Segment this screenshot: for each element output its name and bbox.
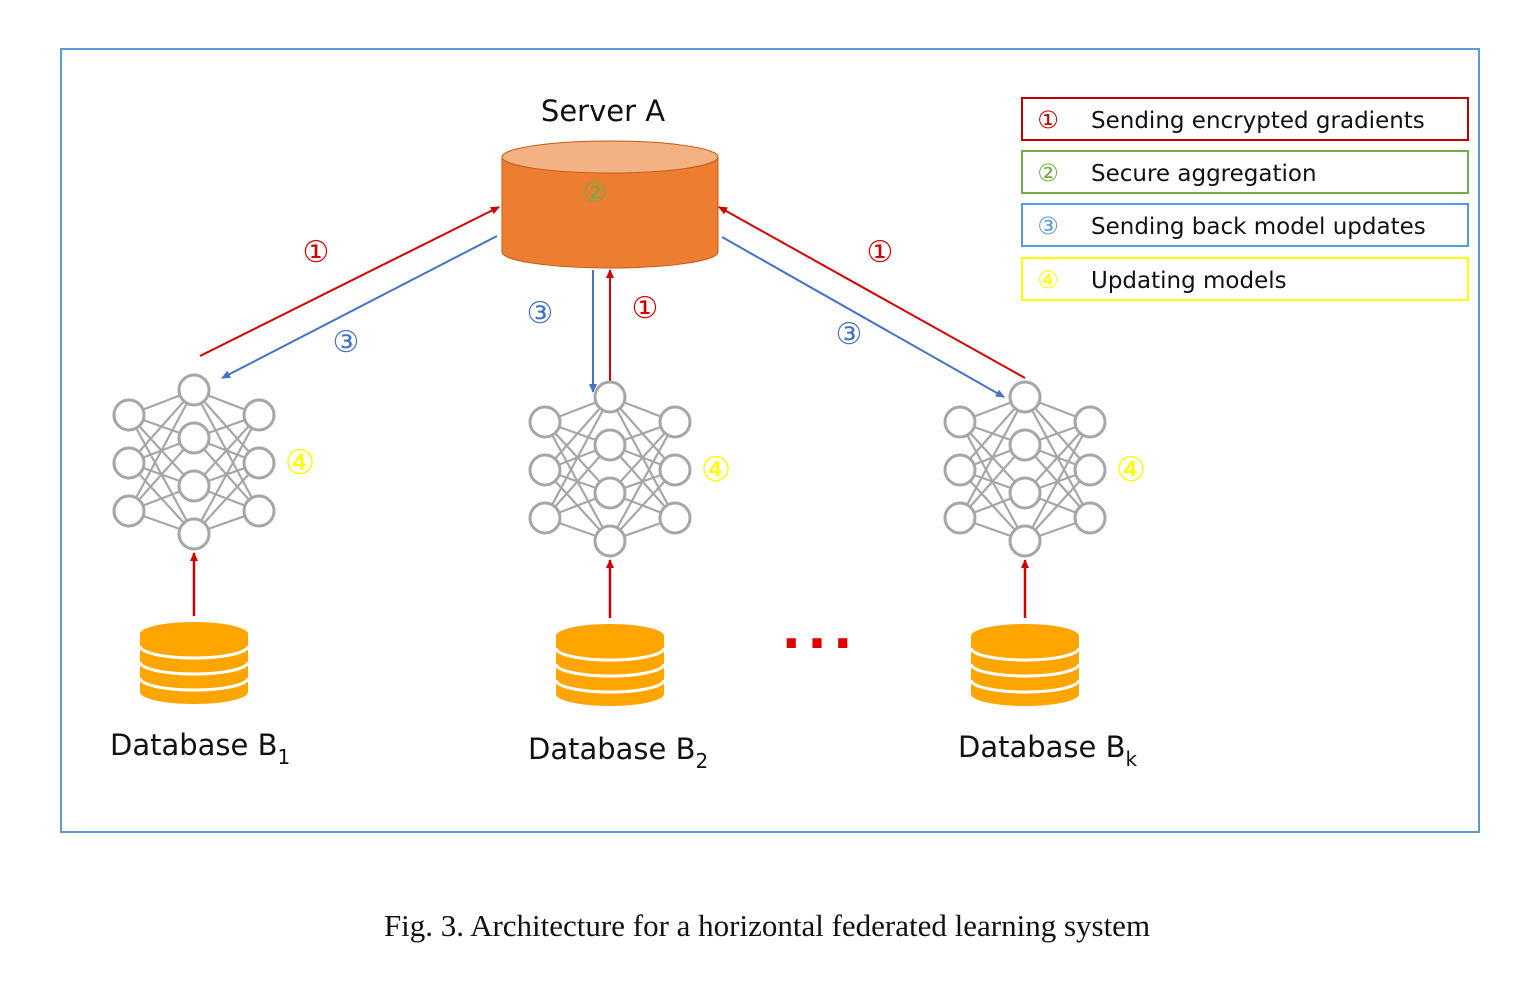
network-node — [1073, 501, 1107, 535]
client-2: ④ Database B2 — [528, 380, 731, 773]
server-cylinder-top — [501, 140, 719, 174]
database-label-subscript: 1 — [278, 745, 291, 769]
legend-label: Sending encrypted gradients — [1091, 108, 1425, 134]
network-node — [112, 446, 146, 480]
network-node — [593, 476, 627, 510]
network-node — [943, 405, 977, 439]
database-label: Database B1 — [110, 728, 290, 769]
database-label-subscript: 2 — [696, 749, 709, 773]
legend-label: Sending back model updates — [1091, 214, 1426, 240]
update-arrow-3 — [721, 236, 1005, 398]
server-a: Server A ② — [501, 94, 719, 269]
legend-item: ④ Updating models — [1021, 257, 1469, 301]
diagram-frame — [60, 48, 1480, 833]
network-node — [112, 494, 146, 528]
network-node — [112, 398, 146, 432]
gradient-arrow-1 — [199, 206, 500, 357]
network-node — [593, 524, 627, 558]
network-node — [1073, 453, 1107, 487]
network-node — [1008, 380, 1042, 414]
client-3: ④ Database Bk — [943, 380, 1146, 771]
network-node — [1008, 476, 1042, 510]
figure-caption: Fig. 3. Architecture for a horizontal fe… — [383, 908, 1151, 943]
neural-network-icon — [943, 380, 1107, 558]
network-node — [943, 501, 977, 535]
network-node — [658, 501, 692, 535]
database-label: Database B2 — [528, 732, 708, 773]
update-models-marker: ④ — [1116, 450, 1146, 490]
legend-item: ② Secure aggregation — [1021, 150, 1469, 194]
database-label: Database Bk — [958, 730, 1138, 771]
legend-marker: ② — [1037, 159, 1059, 187]
network-node — [528, 405, 562, 439]
network-node — [242, 494, 276, 528]
database-icon — [554, 624, 666, 706]
network-node — [177, 517, 211, 551]
network-node — [242, 398, 276, 432]
database-label-text: Database B — [528, 732, 696, 766]
database-label-text: Database B — [958, 730, 1126, 764]
client-1: ④ Database B1 — [110, 373, 315, 769]
gradient-arrow-3 — [718, 206, 1026, 379]
network-node — [1073, 405, 1107, 439]
network-node — [943, 453, 977, 487]
server-cylinder-body — [501, 156, 719, 269]
legend-item: ③ Sending back model updates — [1021, 203, 1469, 247]
network-node — [1008, 524, 1042, 558]
legend-item: ① Sending encrypted gradients — [1021, 97, 1469, 141]
update-arrow-1 — [221, 235, 498, 379]
neural-network-icon — [112, 373, 276, 551]
network-node — [177, 373, 211, 407]
legend-item-box — [1021, 257, 1469, 301]
secure-aggregation-marker: ② — [582, 176, 607, 209]
legend-item-box — [1021, 150, 1469, 194]
legend-marker: ③ — [1037, 212, 1059, 240]
legend-item-box — [1021, 203, 1469, 247]
network-node — [177, 469, 211, 503]
legend-item-box — [1021, 97, 1469, 141]
legend-label: Secure aggregation — [1091, 161, 1317, 187]
database-label-subscript: k — [1126, 747, 1138, 771]
gradient-marker-3: ① — [867, 235, 894, 270]
update-marker-1: ③ — [333, 325, 360, 360]
legend-marker: ④ — [1037, 266, 1059, 294]
server-title: Server A — [541, 94, 665, 128]
gradient-marker-2: ① — [632, 291, 659, 326]
more-clients-ellipsis: ... — [781, 601, 858, 661]
network-node — [593, 428, 627, 462]
network-node — [593, 380, 627, 414]
update-marker-2: ③ — [527, 296, 554, 331]
network-node — [177, 421, 211, 455]
neural-network-icon — [528, 380, 692, 558]
update-models-marker: ④ — [285, 443, 315, 483]
update-marker-3: ③ — [836, 317, 863, 352]
network-node — [658, 453, 692, 487]
flow-arrows: ① ③ ③ ① ① ③ — [199, 206, 1026, 398]
network-node — [1008, 428, 1042, 462]
database-label-text: Database B — [110, 728, 278, 762]
network-node — [528, 501, 562, 535]
database-icon — [969, 624, 1081, 706]
gradient-marker-1: ① — [303, 235, 330, 270]
network-node — [242, 446, 276, 480]
legend: ① Sending encrypted gradients ② Secure aggr… — [1021, 97, 1469, 301]
network-node — [528, 453, 562, 487]
legend-label: Updating models — [1091, 268, 1287, 294]
legend-marker: ① — [1037, 106, 1059, 134]
network-node — [658, 405, 692, 439]
update-models-marker: ④ — [701, 450, 731, 490]
database-icon — [138, 622, 250, 704]
